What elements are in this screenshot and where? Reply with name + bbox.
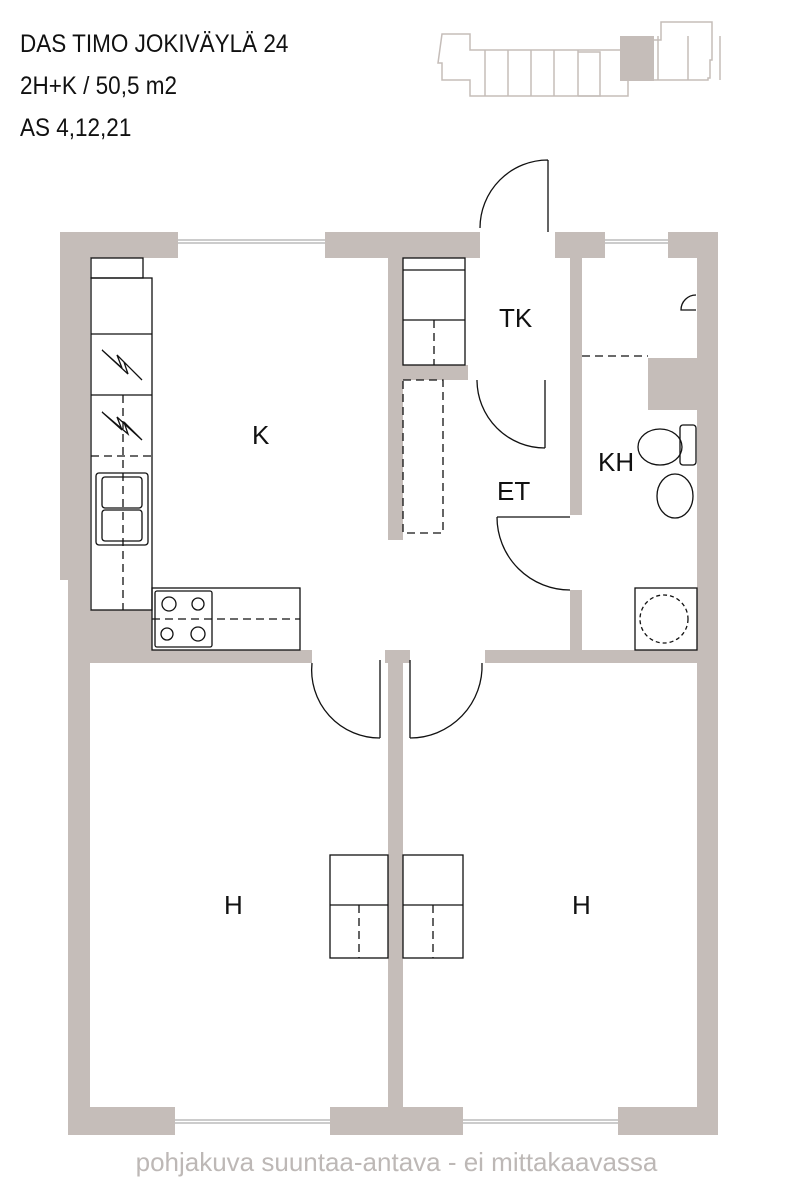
closet-door — [476, 379, 546, 449]
room-label-bedroom-left: H — [224, 890, 243, 920]
address-title: DAS TIMO JOKIVÄYLÄ 24 — [20, 30, 289, 58]
stove-icon — [154, 590, 213, 648]
room-label-kitchen: K — [252, 420, 270, 450]
bathroom-fixtures — [582, 294, 698, 651]
room-label-bathroom: KH — [598, 447, 634, 477]
bedroom-left-door — [310, 660, 381, 739]
walls — [60, 232, 718, 1135]
room-label-entry-closet: TK — [499, 303, 533, 333]
doors — [310, 159, 571, 739]
bathroom-door — [496, 516, 571, 591]
room-label-bedroom-right: H — [572, 890, 591, 920]
shower-head-icon — [680, 294, 697, 311]
key-plan — [437, 21, 721, 97]
disclaimer-footer: pohjakuva suuntaa-antava - ei mittakaava… — [135, 1147, 658, 1177]
fridge-symbol-icon — [101, 349, 143, 381]
sink-icon — [95, 472, 149, 546]
closets — [329, 257, 466, 959]
apartment-type-area: 2H+K / 50,5 m2 — [20, 72, 177, 100]
freezer-symbol-icon — [101, 411, 143, 441]
kitchen-fixtures — [90, 257, 301, 651]
washbasin-icon — [656, 473, 694, 519]
entrance-door — [479, 159, 549, 232]
key-plan-highlighted-unit — [620, 36, 654, 81]
toilet-icon — [637, 428, 683, 466]
washing-machine-icon — [634, 587, 698, 651]
bedroom-right-door — [409, 660, 483, 739]
room-label-hall: ET — [497, 476, 530, 506]
apartment-numbers: AS 4,12,21 — [20, 114, 132, 142]
